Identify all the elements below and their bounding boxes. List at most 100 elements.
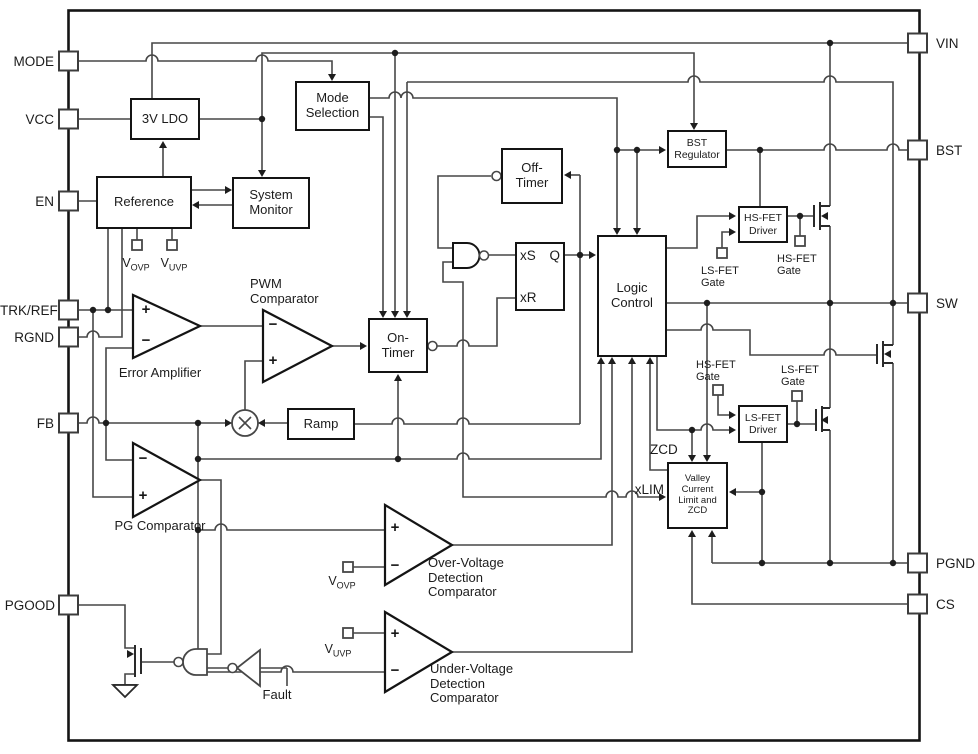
ls-fet-gate-terminal-top [716, 247, 728, 259]
vuvp-ref-label: VUVP [160, 256, 188, 273]
pin-label-pgnd: PGND [936, 556, 976, 571]
error-amp-minus: − [141, 332, 151, 349]
ls-fet-gate-label-bottom: LS-FET Gate [781, 364, 819, 389]
hs-fet [813, 202, 830, 230]
hs-fet-gate-label-bottom: HS-FET Gate [696, 359, 736, 384]
block-hs-fet-driver: HS-FET Driver [738, 206, 788, 243]
pg-comparator-label: PG Comparator [114, 518, 206, 533]
block-3v-ldo: 3V LDO [130, 98, 200, 140]
block-logic-control: Logic Control [597, 235, 667, 357]
pin-pgood [58, 594, 79, 616]
internal-terminals [131, 235, 806, 639]
pg-comp-plus: + [138, 487, 148, 504]
junction-dots [89, 39, 897, 567]
pg-comp-minus: − [138, 450, 148, 467]
pin-label-fb: FB [36, 416, 54, 431]
block-sr-latch: xS Q xR [515, 242, 565, 311]
arrowheads [159, 74, 736, 537]
wires [78, 42, 908, 686]
pgood-fet [127, 645, 142, 677]
block-on-timer: On- Timer [368, 318, 428, 373]
error-amplifier-symbol [131, 293, 203, 360]
ground-symbol [110, 684, 140, 699]
vuvp-terminal [342, 627, 354, 639]
vovp-ref-terminal [131, 239, 143, 251]
pwm-comp-minus: − [268, 316, 278, 333]
pin-label-sw: SW [936, 296, 958, 311]
vuvp-ref-terminal [166, 239, 178, 251]
latch-s-input-label: xS [520, 248, 536, 263]
logic-gates [173, 170, 502, 688]
vuvp-label: VUVP [324, 642, 352, 659]
uvp-comp-plus: + [390, 625, 400, 642]
vovp-terminal [342, 561, 354, 573]
analog-symbols [131, 293, 455, 694]
pg-comparator-symbol [131, 441, 203, 519]
ls-fet-2 [815, 406, 830, 432]
block-bst-regulator: BST Regulator [667, 130, 727, 168]
ovp-comp-minus: − [390, 557, 400, 574]
block-ls-fet-driver: LS-FET Driver [738, 405, 788, 443]
pin-squares [58, 32, 928, 616]
hs-fet-gate-terminal-bottom [712, 384, 724, 396]
latch-r-input-label: xR [520, 289, 537, 305]
pin-label-rgnd: RGND [14, 330, 54, 345]
pin-sw [907, 292, 928, 314]
fault-inverter [227, 648, 261, 688]
block-system-monitor: System Monitor [232, 177, 310, 229]
pin-trkref [58, 299, 79, 321]
pin-label-vin: VIN [936, 36, 959, 51]
ls-fet-gate-label-top: LS-FET Gate [701, 265, 739, 290]
pin-fb [58, 412, 79, 434]
nand-gate [452, 242, 490, 269]
zcd-label: ZCD [650, 442, 678, 457]
pin-label-cs: CS [936, 597, 955, 612]
vovp-ref-label: VOVP [122, 256, 150, 273]
pin-label-en: EN [35, 194, 54, 209]
pin-label-bst: BST [936, 143, 963, 158]
xlim-label: xLIM [634, 482, 664, 497]
uvp-comparator-label: Under-Voltage Detection Comparator [430, 661, 514, 706]
on-timer-output-bubble [427, 340, 438, 352]
ovp-comparator-symbol [383, 503, 455, 587]
pin-label-mode: MODE [13, 54, 55, 69]
ovp-comp-plus: + [390, 519, 400, 536]
block-valley-current-limit-zcd: Valley Current Limit and ZCD [667, 462, 728, 529]
pwm-comp-plus: + [268, 352, 278, 369]
multiplier-symbol [231, 409, 259, 437]
error-amplifier-label: Error Amplifier [118, 365, 202, 380]
fault-label: Fault [262, 687, 292, 702]
uvp-comp-minus: − [390, 662, 400, 679]
block-reference: Reference [96, 176, 192, 229]
pwm-comparator-symbol [261, 308, 335, 384]
pin-bst [907, 139, 928, 161]
pin-mode [58, 50, 79, 72]
pwm-comparator-label: PWM Comparator [250, 276, 319, 306]
block-mode-selection: Mode Selection [295, 81, 370, 131]
hs-fet-gate-terminal-top [794, 235, 806, 247]
pin-label-vcc: VCC [25, 112, 54, 127]
pin-vcc [58, 108, 79, 130]
uvp-comparator-symbol [383, 610, 455, 694]
latch-q-output-label: Q [549, 248, 560, 263]
pin-en [58, 190, 79, 212]
ovp-comparator-label: Over-Voltage Detection Comparator [428, 555, 504, 600]
ls-fet-gate-terminal-bottom [791, 390, 803, 402]
pgood-nand-gate [173, 648, 208, 676]
hs-fet-gate-label-top: HS-FET Gate [777, 253, 817, 278]
chip-boundary [67, 9, 921, 742]
block-ramp: Ramp [287, 408, 355, 440]
pin-cs [907, 593, 928, 615]
error-amp-plus: + [141, 301, 151, 318]
vovp-label: VOVP [328, 574, 356, 591]
block-off-timer: Off- Timer [501, 148, 563, 204]
off-timer-output-bubble [491, 170, 502, 182]
pin-vin [907, 32, 928, 54]
mosfets [110, 202, 893, 699]
ls-fet [876, 341, 893, 367]
pin-label-trkref: TRK/REF [0, 303, 58, 318]
pin-label-pgood: PGOOD [4, 598, 55, 613]
pin-rgnd [58, 326, 79, 348]
